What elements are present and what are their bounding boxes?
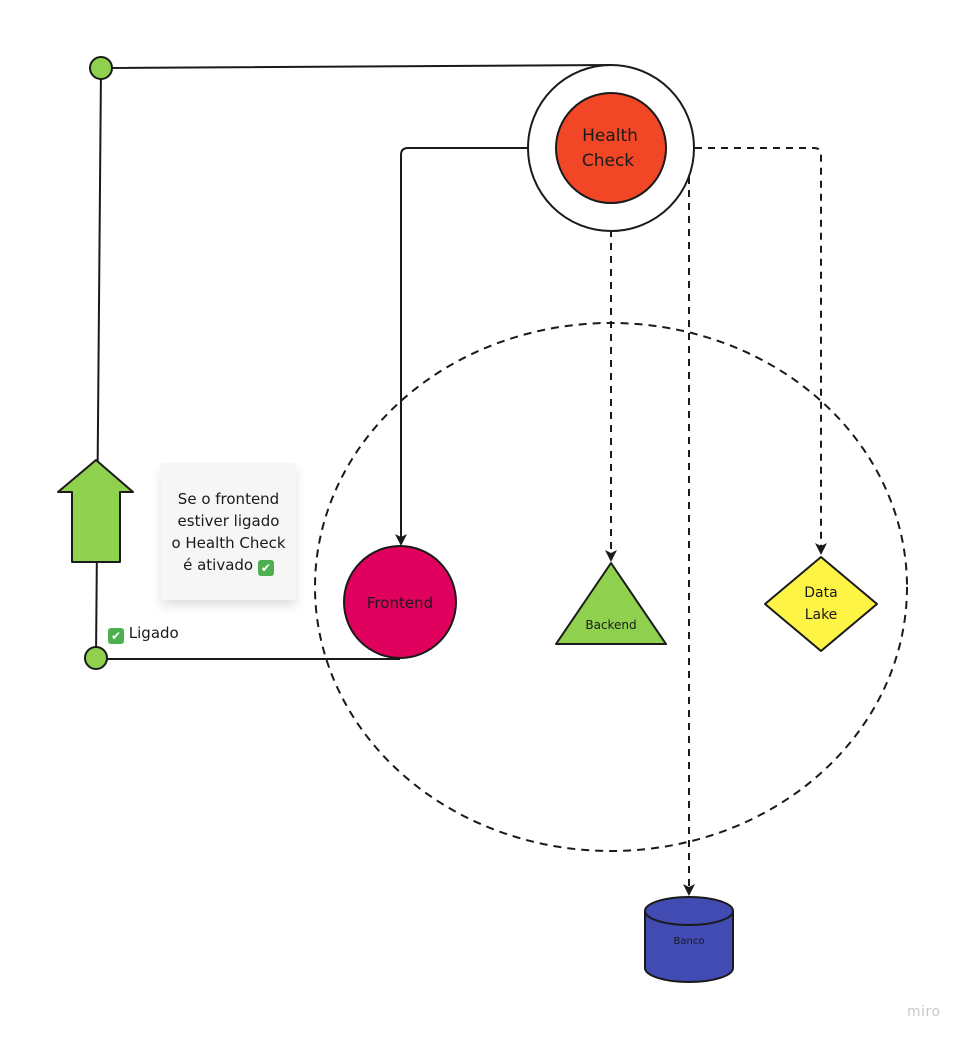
node-banco[interactable]: Banco	[644, 896, 734, 983]
miro-watermark: miro	[907, 1004, 941, 1020]
up-arrow-icon[interactable]	[57, 459, 134, 563]
sticky-line-4: é ativado ✔	[171, 554, 285, 576]
sticky-note-text: Se o frontend estiver ligado o Health Ch…	[171, 488, 286, 576]
health-check-label-line1: Health	[582, 126, 638, 146]
sticky-line-1: Se o frontend	[177, 489, 280, 508]
connector-dot-top[interactable]	[89, 56, 113, 80]
node-backend[interactable]: Backend	[555, 562, 667, 645]
frontend-label: Frontend	[367, 594, 433, 612]
node-health-check[interactable]: Health Check	[527, 64, 695, 232]
sticky-line-2: estiver ligado	[177, 511, 280, 530]
sticky-note[interactable]: Se o frontend estiver ligado o Health Ch…	[161, 463, 296, 600]
sticky-line-4-text: é ativado	[183, 555, 254, 574]
status-loop-connector[interactable]	[94, 64, 613, 660]
status-label: ✔ Ligado	[108, 624, 179, 644]
banco-label: Banco	[674, 936, 705, 947]
connector-dot-bottom[interactable]	[84, 646, 108, 670]
connector-health-to-datalake[interactable]	[695, 147, 827, 555]
status-label-text: Ligado	[128, 624, 179, 642]
node-data-lake[interactable]: Data Lake	[764, 556, 878, 652]
check-mark-icon: ✔	[108, 628, 124, 644]
backend-label: Backend	[585, 618, 636, 632]
check-mark-icon: ✔	[257, 559, 274, 576]
health-check-label-line2: Check	[582, 151, 634, 171]
data-lake-label-line2: Lake	[805, 607, 838, 623]
sticky-line-3: o Health Check	[171, 533, 286, 552]
data-lake-label-line1: Data	[804, 585, 837, 601]
node-frontend[interactable]: Frontend	[343, 545, 457, 659]
connector-health-to-frontend[interactable]	[395, 147, 528, 546]
